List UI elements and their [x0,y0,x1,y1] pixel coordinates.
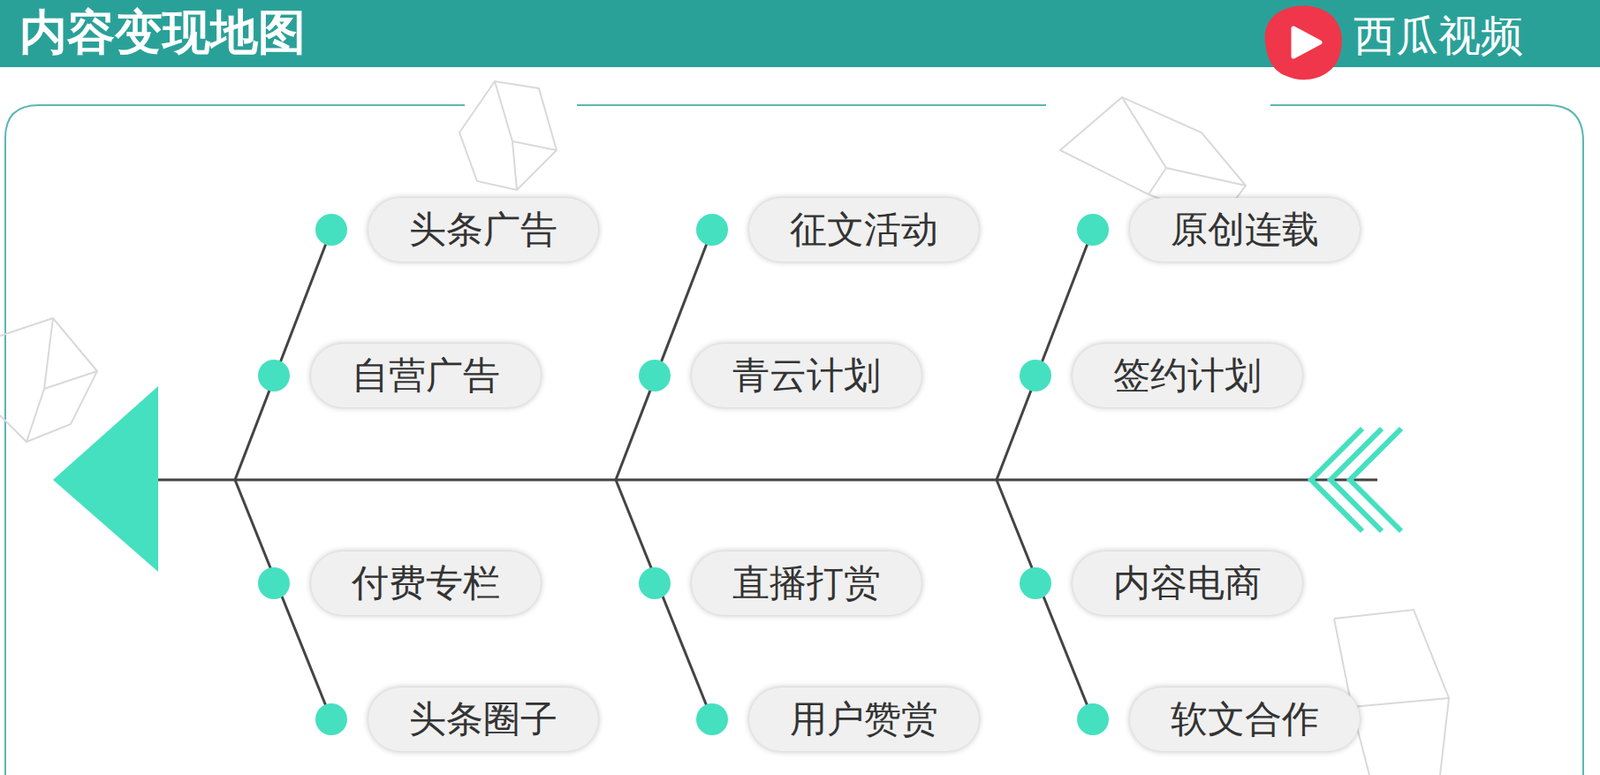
fishbone-branches [235,229,1093,720]
category-pill: 签约计划 [1072,343,1303,408]
pill-label: 付费专栏 [351,561,501,606]
pill-label: 自营广告 [351,353,501,398]
category-pill: 自营广告 [310,343,541,408]
category-pill: 头条圈子 [368,687,599,751]
page-title: 内容变现地图 [19,3,306,62]
logo-icon [1265,6,1343,81]
pill-label: 头条圈子 [409,697,558,742]
category-pill: 直播打赏 [691,551,922,615]
watermark-logo: 西瓜视频 [1353,8,1524,62]
branch-dots [257,213,1109,736]
category-pill: 软文合作 [1129,687,1360,751]
category-pill: 用户赞赏 [749,687,979,751]
fishbone-head [53,386,159,572]
category-pill: 头条广告 [368,197,599,262]
decorative-cubes [0,81,1449,775]
header-bar [0,0,1600,68]
pill-label: 青云计划 [732,353,881,398]
pill-label: 内容电商 [1113,561,1262,606]
category-pill: 青云计划 [691,343,922,408]
fishbone-spine [152,478,1378,482]
category-pill: 征文活动 [749,197,979,262]
pill-label: 征文活动 [789,207,939,252]
pill-label: 头条广告 [409,207,558,252]
category-pill: 付费专栏 [310,551,541,615]
category-pill: 原创连载 [1129,197,1360,262]
card-outline [5,105,1584,775]
pill-label: 软文合作 [1170,697,1320,742]
pill-label: 签约计划 [1113,353,1262,398]
pill-label: 原创连载 [1170,207,1320,252]
pill-label: 直播打赏 [732,561,881,606]
pill-label: 用户赞赏 [789,697,939,742]
category-pill: 内容电商 [1072,551,1303,615]
fishbone-tail [1311,428,1402,531]
